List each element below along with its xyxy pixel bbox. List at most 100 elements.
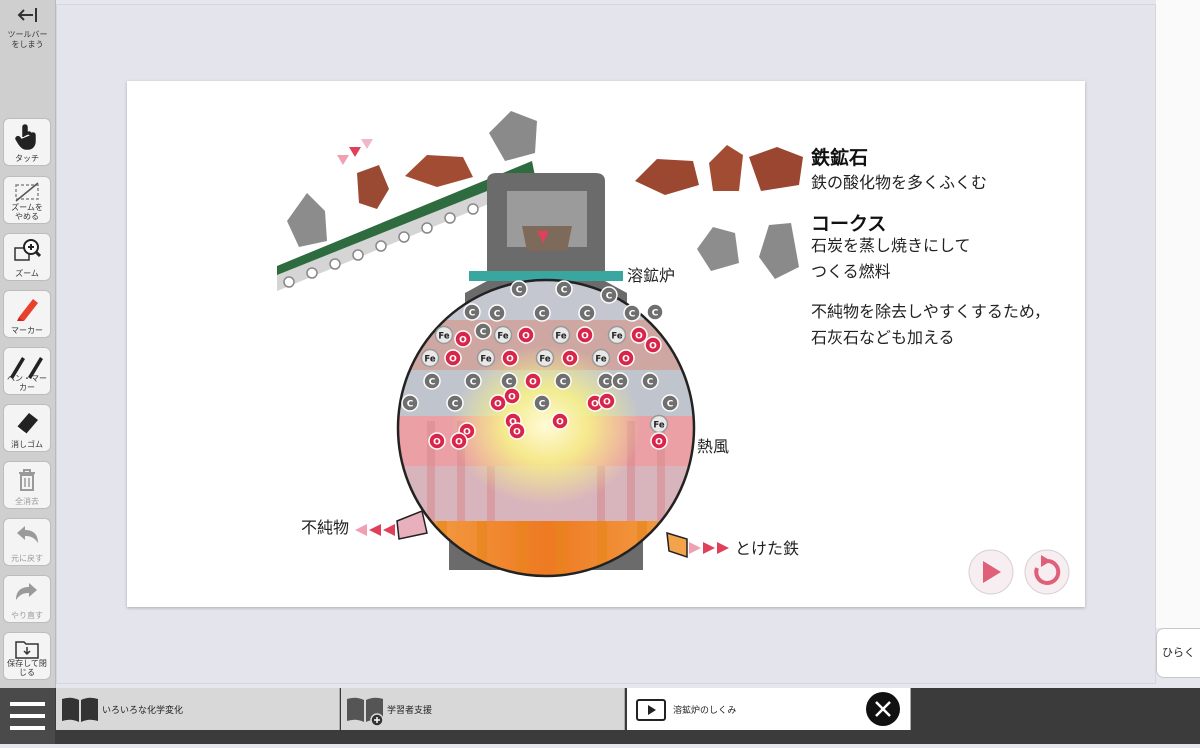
zoom-label: ズーム	[15, 269, 39, 278]
svg-text:Fe: Fe	[539, 355, 550, 365]
hide-toolbar-button[interactable]: ツールバー をしまう	[0, 4, 55, 56]
outlets	[355, 509, 729, 559]
conveyor-rocks	[287, 111, 537, 247]
marker-button[interactable]: マーカー	[3, 290, 51, 338]
iron-atom: Fe	[434, 325, 454, 345]
zoom-in-icon	[14, 239, 41, 261]
oxygen-atom: O	[598, 392, 616, 410]
svg-text:C: C	[539, 310, 546, 320]
pen-marker-icon	[10, 357, 43, 379]
svg-text:O: O	[455, 438, 463, 448]
touch-tool-button[interactable]: タッチ	[3, 118, 51, 166]
zoom-off-icon	[15, 182, 39, 202]
menu-button[interactable]	[0, 688, 55, 744]
carbon-atom: C	[555, 280, 573, 298]
svg-text:O: O	[556, 418, 564, 428]
undo-icon	[17, 526, 38, 543]
eraser-button[interactable]: 消しゴム	[3, 404, 51, 452]
oxygen-atom: O	[617, 349, 635, 367]
tab-blast-furnace[interactable]: 溶鉱炉のしくみ	[627, 688, 911, 730]
conveyor-belt	[277, 161, 535, 291]
svg-text:Fe: Fe	[424, 355, 435, 365]
coke-description-2: つくる燃料	[811, 262, 891, 281]
clear-all-label: 全消去	[15, 497, 39, 506]
svg-text:O: O	[449, 355, 457, 365]
replay-button[interactable]	[1024, 549, 1070, 595]
carbon-atom: C	[446, 394, 464, 412]
svg-text:C: C	[561, 286, 568, 296]
book-icon	[62, 697, 98, 722]
marker-icon	[17, 299, 38, 321]
pen-marker-button[interactable]: ペン・マーカー	[3, 347, 51, 395]
redo-label: やり直す	[11, 611, 43, 620]
iron-atom: Fe	[607, 325, 627, 345]
svg-text:C: C	[584, 310, 591, 320]
svg-text:O: O	[622, 355, 630, 365]
svg-text:Fe: Fe	[480, 355, 491, 365]
oxygen-atom: O	[503, 387, 521, 405]
iron-atom: Fe	[420, 348, 440, 368]
video-icon	[636, 699, 666, 721]
coke-rocks	[697, 223, 799, 279]
oxygen-atom: O	[444, 349, 462, 367]
replay-icon	[1034, 558, 1061, 585]
molten-iron-arrows	[689, 542, 729, 554]
iron-atom: Fe	[493, 325, 513, 345]
carbon-atom: C	[646, 303, 664, 321]
side-panel-collapsed	[1156, 0, 1200, 628]
oxygen-atom: O	[630, 326, 648, 344]
undo-button[interactable]: 元に戻す	[3, 518, 51, 566]
svg-text:O: O	[649, 342, 657, 352]
svg-text:C: C	[606, 292, 613, 302]
iron-atom: Fe	[535, 348, 555, 368]
zoom-off-button[interactable]: ズームを やめる	[3, 176, 51, 224]
carbon-atom: C	[464, 372, 482, 390]
marker-label: マーカー	[11, 326, 43, 335]
carbon-atom: C	[500, 372, 518, 390]
svg-text:C: C	[516, 286, 523, 296]
tab-learner-support[interactable]: 学習者支援	[341, 688, 625, 730]
svg-text:O: O	[522, 332, 530, 342]
close-tab-icon[interactable]	[865, 691, 901, 727]
tab-label: いろいろな化学変化	[102, 706, 184, 716]
svg-text:Fe: Fe	[595, 355, 606, 365]
carbon-atom: C	[474, 322, 492, 340]
oxygen-atom: O	[450, 432, 468, 450]
carbon-atom: C	[554, 372, 572, 390]
impurity-arrows	[355, 524, 395, 536]
hot-air-label: 熱風	[697, 437, 730, 456]
oxygen-atom: O	[551, 412, 569, 430]
carbon-atom: C	[641, 372, 659, 390]
oxygen-atom: O	[489, 394, 507, 412]
svg-text:O: O	[463, 428, 471, 438]
pen-marker-label: ペン・マーカー	[7, 374, 47, 392]
tab-label: 溶鉱炉のしくみ	[673, 706, 737, 716]
touch-tool-label: タッチ	[15, 154, 39, 163]
redo-button[interactable]: やり直す	[3, 575, 51, 623]
carbon-atom: C	[611, 372, 629, 390]
tab-chemical-changes[interactable]: いろいろな化学変化	[56, 688, 340, 730]
book-plus-icon	[347, 697, 384, 726]
molten-iron-label: とけた鉄	[735, 539, 800, 558]
carbon-atom: C	[623, 304, 641, 322]
svg-text:C: C	[506, 378, 513, 388]
hamburger-icon	[10, 702, 45, 730]
clear-all-button[interactable]: 全消去	[3, 461, 51, 509]
svg-text:O: O	[581, 332, 589, 342]
svg-text:C: C	[647, 378, 654, 388]
carbon-atom: C	[423, 372, 441, 390]
open-side-panel-button[interactable]: ひらく	[1156, 628, 1200, 678]
coke-title: コークス	[811, 213, 887, 235]
save-close-button[interactable]: 保存して閉じる	[3, 632, 51, 680]
zoom-off-label: ズームを やめる	[11, 203, 43, 221]
carbon-atom: C	[661, 394, 679, 412]
carbon-atom: C	[578, 304, 596, 322]
play-button[interactable]	[968, 549, 1014, 595]
iron-atom: Fe	[551, 325, 571, 345]
svg-text:C: C	[629, 310, 636, 320]
left-toolbar: ツールバー をしまう タッチ ズームを やめる ズーム マーカー	[0, 0, 56, 688]
svg-text:C: C	[617, 378, 624, 388]
zoom-button[interactable]: ズーム	[3, 233, 51, 281]
